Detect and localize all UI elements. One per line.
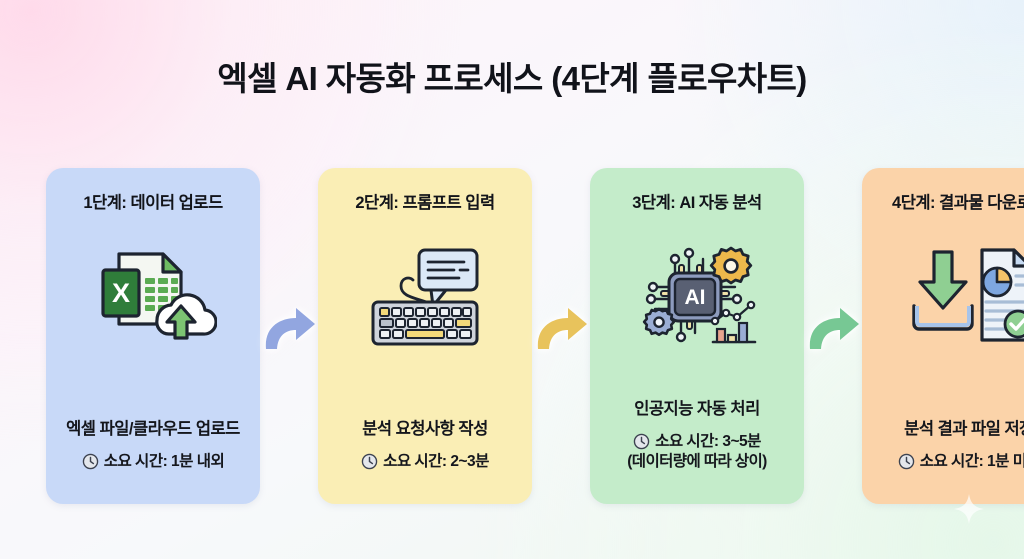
step-time-1: 소요 시간: 1분 내외 [82, 452, 225, 472]
svg-text:X: X [112, 278, 130, 308]
curved-arrow-right-icon-1 [260, 305, 318, 360]
step-time-label-4: 소요 시간: 1분 미만 [919, 452, 1024, 470]
step-time-3: 소요 시간: 3~5분 [633, 432, 761, 452]
step-body-2: 분석 요청사항 작성 소요 시간: 2~3분 [326, 419, 524, 490]
clock-icon [82, 453, 99, 470]
step-description-4: 분석 결과 파일 저장 [904, 420, 1024, 439]
page-title: 엑셀 AI 자동화 프로세스 (4단계 플로우차트) [217, 60, 807, 97]
download-report-icon [904, 240, 1024, 352]
step-card-2[interactable]: 2단계: 프롬프트 입력 [318, 168, 532, 504]
step-description-1: 엑셀 파일/클라우드 업로드 [66, 420, 240, 439]
arrow-gap-3 [804, 168, 862, 504]
step-body-1: 엑셀 파일/클라우드 업로드 소요 시간: 1분 내외 [54, 419, 252, 490]
curved-arrow-right-icon-3 [804, 305, 862, 360]
excel-cloud-upload-icon: X [89, 240, 217, 352]
curved-arrow-right-icon-2 [532, 305, 590, 360]
step-card-4[interactable]: 4단계: 결과물 다운로드 [862, 168, 1024, 504]
step-body-3: 인공지능 자동 처리 소요 시간: 3~5분 (데이터량에 따라 상이) [598, 399, 796, 490]
step-note-3: (데이터량에 따라 상이) [627, 452, 767, 470]
step-title-1: 1단계: 데이터 업로드 [83, 194, 223, 212]
ai-chip-gears-chart-icon: AI [635, 240, 759, 352]
clock-icon [361, 453, 378, 470]
step-title-2: 2단계: 프롬프트 입력 [355, 194, 495, 212]
arrow-gap-2 [532, 168, 590, 504]
step-card-1[interactable]: 1단계: 데이터 업로드 [46, 168, 260, 504]
step-time-label-1: 소요 시간: 1분 내외 [103, 452, 225, 470]
step-title-4: 4단계: 결과물 다운로드 [892, 194, 1024, 212]
flowchart-row: 1단계: 데이터 업로드 [46, 168, 1024, 504]
step-time-4: 소요 시간: 1분 미만 [898, 452, 1024, 472]
clock-icon [633, 433, 650, 450]
clock-icon [898, 453, 915, 470]
step-description-2: 분석 요청사항 작성 [362, 420, 488, 439]
keyboard-chat-icon [363, 240, 487, 352]
svg-text:AI: AI [685, 286, 706, 309]
step-time-label-2: 소요 시간: 2~3분 [383, 452, 489, 470]
step-card-3[interactable]: 3단계: AI 자동 분석 [590, 168, 804, 504]
step-time-2: 소요 시간: 2~3분 [361, 452, 489, 472]
step-body-4: 분석 결과 파일 저장 소요 시간: 1분 미만 [870, 419, 1024, 490]
step-description-3: 인공지능 자동 처리 [634, 399, 760, 418]
step-time-label-3: 소요 시간: 3~5분 [655, 432, 761, 450]
step-title-3: 3단계: AI 자동 분석 [632, 194, 762, 212]
arrow-gap-1 [260, 168, 318, 504]
